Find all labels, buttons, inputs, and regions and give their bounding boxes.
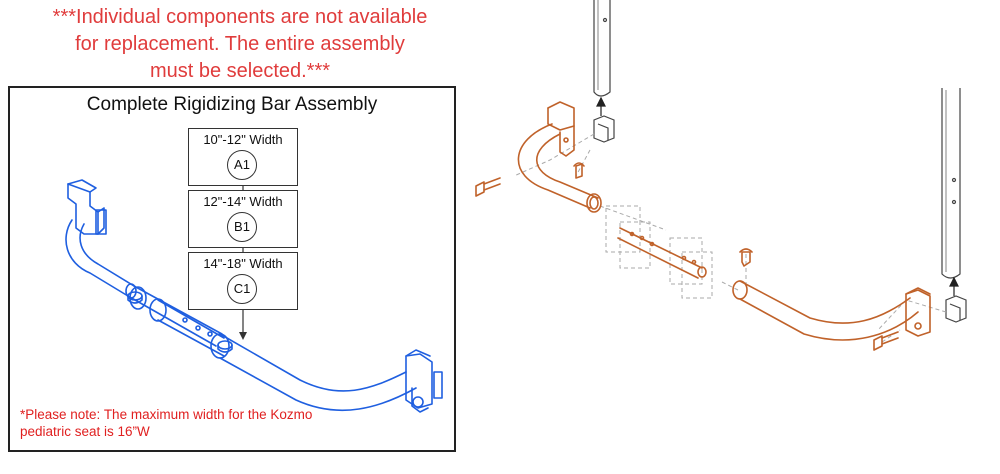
width-option-a1: 10"-12" Width A1: [188, 128, 298, 186]
replacement-notice: ***Individual components are not availab…: [20, 4, 460, 85]
width-label: 10"-12" Width: [203, 132, 283, 147]
part-code-circle: A1: [227, 150, 257, 180]
part-code-circle: C1: [227, 274, 257, 304]
left-frame-post: [593, 0, 611, 97]
footnote-line: pediatric seat is 16”W: [20, 424, 150, 439]
notice-line: ***Individual components are not availab…: [52, 6, 428, 28]
assembly-title: Complete Rigidizing Bar Assembly: [86, 94, 378, 115]
part-code-circle: B1: [227, 212, 257, 242]
width-option-b1: 12"-14" Width B1: [188, 190, 298, 248]
exploded-view-illustration: [475, 0, 967, 351]
footnote-line: *Please note: The maximum width for the …: [20, 407, 313, 422]
width-label: 14"-18" Width: [203, 256, 283, 271]
right-clip: [945, 295, 967, 323]
notice-line: must be selected.***: [149, 60, 331, 82]
width-option-c1: 14"-18" Width C1: [188, 252, 298, 310]
left-clip: [593, 115, 615, 143]
width-footnote: *Please note: The maximum width for the …: [20, 406, 312, 440]
assembled-rigidizing-bar-illustration: [65, 179, 443, 413]
width-label: 12"-14" Width: [203, 194, 283, 209]
right-frame-post: [941, 88, 961, 279]
notice-line: for replacement. The entire assembly: [75, 33, 405, 55]
assembly-box: Complete Rigidizing Bar Assembly: [8, 86, 456, 452]
